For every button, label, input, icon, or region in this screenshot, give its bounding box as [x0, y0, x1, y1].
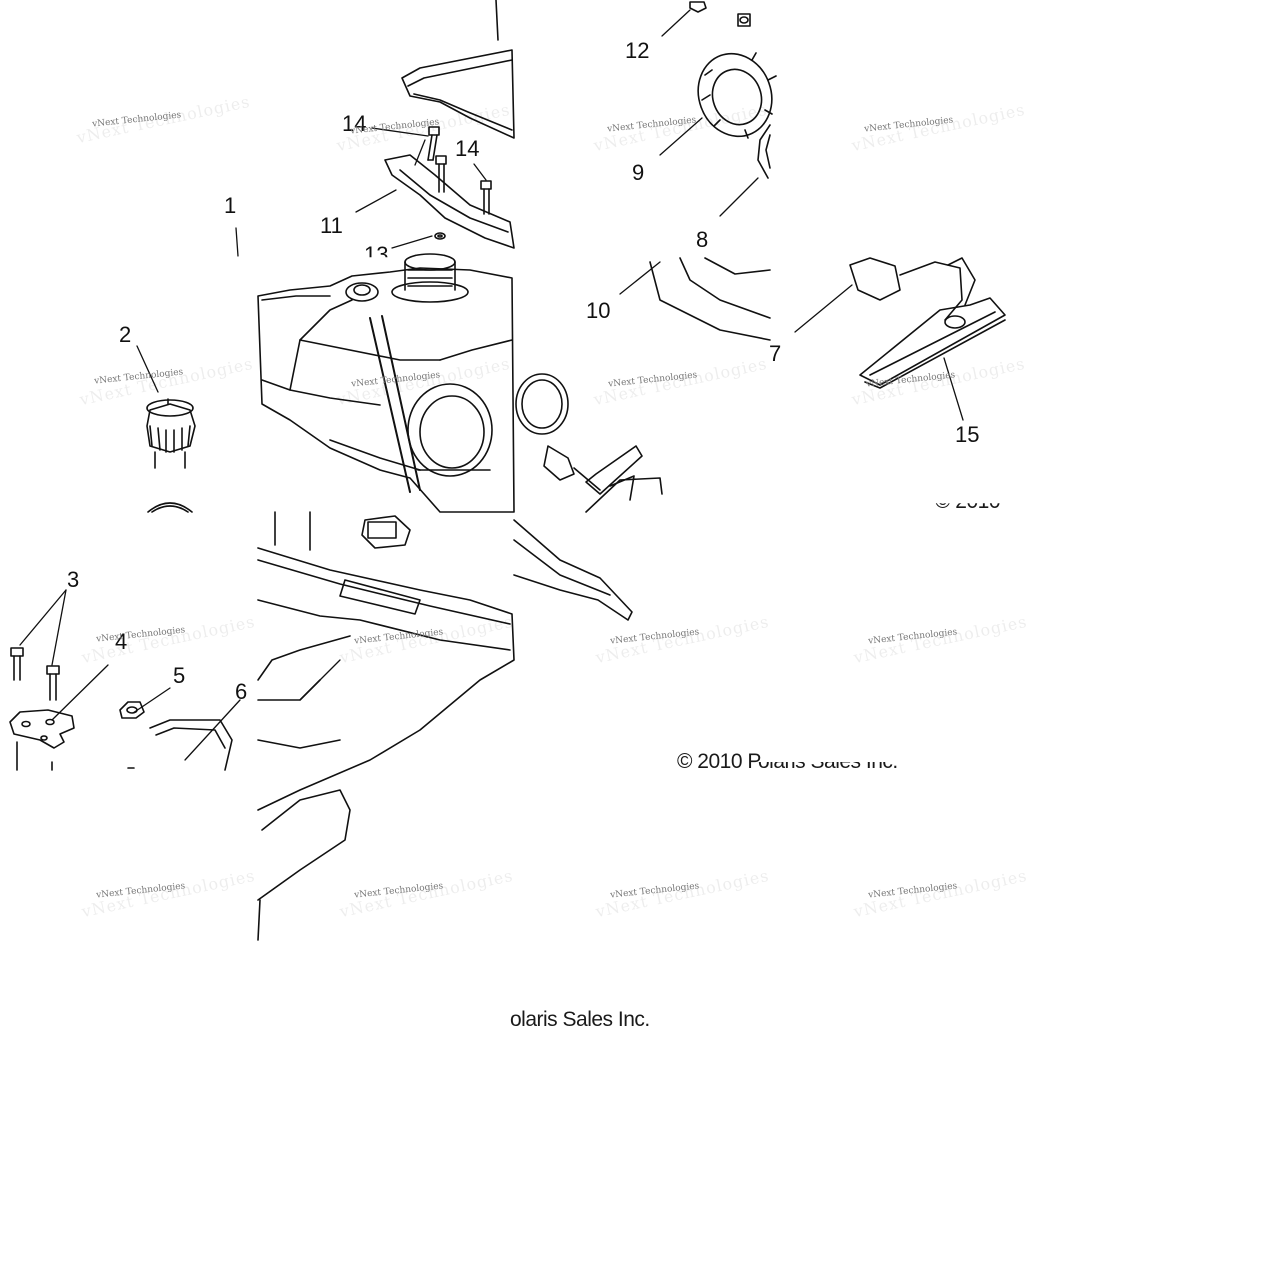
fuel-gauge-ring [407, 383, 493, 477]
callout-3: 3 [67, 567, 80, 592]
callout-10: 10 [586, 298, 611, 323]
callout-4: 4 [115, 629, 128, 654]
callout-13: 13 [364, 242, 389, 267]
panel-6 [149, 719, 233, 771]
callout-1: 1 [224, 193, 237, 218]
o-ring [147, 502, 193, 513]
callout-2: 2 [119, 322, 132, 347]
bolt-14a [427, 126, 440, 161]
bolts-3 [10, 647, 60, 771]
copyright-notice-tail: olaris Sales Inc. [758, 750, 898, 773]
sensor-connector [543, 445, 663, 513]
fuel-tank [257, 253, 515, 513]
fender-7 [513, 257, 771, 621]
gasket-ring-small [515, 373, 569, 435]
callout-14b: 14 [455, 136, 480, 161]
callout-9: 9 [632, 160, 645, 185]
copyright-notice-bottom: olaris Sales Inc. [510, 1008, 650, 1031]
copyright-notice-clipped: © 2010 [935, 490, 1001, 513]
leader-lines [19, 9, 964, 761]
callout-5: 5 [173, 663, 186, 688]
bracket-4 [9, 709, 75, 749]
callout-14a: 14 [342, 111, 367, 136]
callout-15: 15 [955, 422, 980, 447]
callout-11: 11 [320, 213, 343, 238]
copyright-notice-fragment: © 2010 P [677, 750, 761, 773]
nut-5 [119, 701, 145, 769]
callout-12: 12 [625, 38, 650, 63]
rear-rack-panel [401, 0, 515, 139]
washer-13 [434, 232, 446, 240]
callout-7: 7 [769, 341, 782, 366]
bolt-14b [435, 155, 492, 215]
gasket-8 [757, 124, 771, 179]
bracket-11 [384, 154, 515, 249]
fuel-pump-15 [849, 257, 1006, 389]
callout-6: 6 [235, 679, 248, 704]
lock-ring-9 [697, 52, 777, 139]
seat [257, 511, 515, 941]
callout-8: 8 [696, 227, 709, 252]
nut-12 [689, 1, 751, 27]
fuel-cap-2 [146, 398, 196, 469]
